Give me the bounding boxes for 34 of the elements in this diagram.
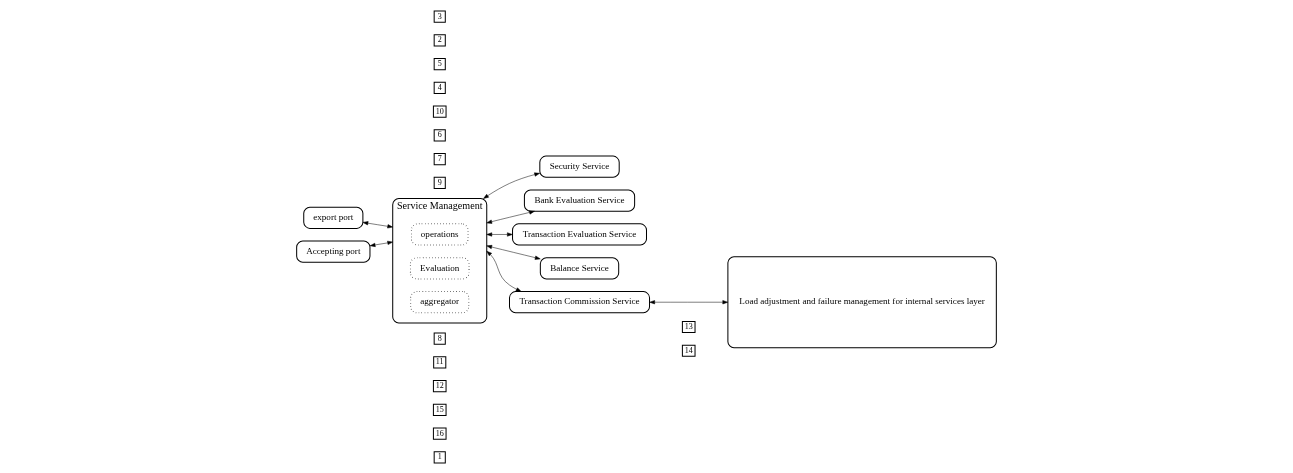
label: 6 bbox=[437, 129, 442, 139]
arrow bbox=[362, 220, 393, 228]
label: 5 bbox=[437, 58, 442, 68]
arrow bbox=[369, 240, 393, 247]
node-box: Accepting port bbox=[296, 240, 371, 263]
label: 15 bbox=[435, 404, 444, 414]
arrow bbox=[486, 244, 541, 260]
label: 9 bbox=[437, 177, 442, 187]
arrow bbox=[483, 172, 540, 199]
node-box: Security Service bbox=[539, 155, 620, 178]
label: 7 bbox=[437, 153, 442, 163]
label: 13 bbox=[684, 321, 693, 331]
node-box: Balance Service bbox=[539, 256, 620, 279]
label: 8 bbox=[437, 333, 442, 343]
label: 1 bbox=[437, 451, 442, 461]
label: 12 bbox=[435, 380, 444, 390]
arrow bbox=[649, 299, 729, 304]
node-box: Load adjustment and failure management for internal services layer bbox=[727, 255, 997, 348]
label: 3 bbox=[437, 11, 442, 20]
node-box: Transaction Commission Service bbox=[509, 290, 651, 313]
label: 16 bbox=[435, 428, 444, 438]
label: 4 bbox=[437, 82, 442, 92]
node-box: Transaction Evaluation Service bbox=[512, 222, 647, 246]
arrow bbox=[486, 231, 513, 236]
arrow bbox=[486, 209, 535, 224]
node-box: export port bbox=[303, 206, 364, 229]
arrow bbox=[486, 250, 522, 292]
label: 14 bbox=[684, 345, 693, 355]
label: 11 bbox=[435, 356, 444, 366]
node-box: operations bbox=[410, 222, 469, 246]
node-box: aggregator bbox=[410, 290, 470, 313]
label: 10 bbox=[435, 106, 444, 116]
label: 2 bbox=[437, 34, 442, 44]
node-box: Evaluation bbox=[409, 256, 470, 279]
